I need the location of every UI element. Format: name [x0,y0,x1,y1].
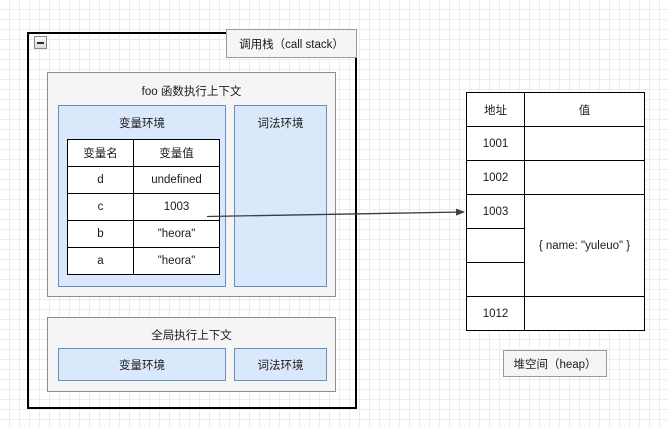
variables-table: 变量名 变量值 d undefined c 1003 b "he [67,139,220,275]
heap-address-cell: 1001 [466,126,525,161]
collapse-minus-icon[interactable] [34,36,47,49]
foo-lexical-environment[interactable]: 词法环境 [234,105,327,287]
heap-value-cell [524,296,645,331]
global-lexical-environment-title: 词法环境 [257,360,304,372]
heap-address-cell: 1002 [466,160,525,195]
table-row[interactable]: c 1003 [67,193,220,221]
callstack-container[interactable] [27,32,357,409]
minus-bar [37,41,44,44]
heap-row[interactable]: 1002 [466,160,645,195]
table-row[interactable]: d undefined [67,166,220,194]
heap-row[interactable]: 1003 { name: "yuleuo" } [466,194,645,297]
heap-object-value-cell: { name: "yuleuo" } [524,194,645,297]
column-header-variable-name: 变量名 [67,139,134,167]
foo-context-title: foo 函数执行上下文 [141,86,242,98]
callstack-label: 调用栈（call stack） [226,29,357,58]
heap-row[interactable]: 1012 [466,296,645,331]
column-header-variable-value: 变量值 [133,139,220,167]
heap-header-row: 地址 值 [466,92,645,127]
heap-table: 地址 值 1001 1002 1003 { name: "yuleuo" } [466,92,645,331]
heap-address-cell: 1012 [466,296,525,331]
heap-row[interactable]: 1001 [466,126,645,161]
foo-variable-environment-title: 变量环境 [119,118,165,130]
variable-value-cell: "heora" [133,220,220,248]
global-variable-environment-title: 变量环境 [119,360,165,372]
variable-value-cell: "heora" [133,247,220,275]
foo-variable-environment[interactable]: 变量环境 变量名 变量值 d undefined c 10 [58,105,226,287]
variable-name-cell: b [67,220,134,248]
table-header-row: 变量名 变量值 [67,139,220,167]
heap-value-cell [524,126,645,161]
global-context-title: 全局执行上下文 [151,330,232,342]
global-variable-environment[interactable]: 变量环境 [58,348,226,381]
table-row[interactable]: b "heora" [67,220,220,248]
heap-address-cell: 1003 [466,194,525,229]
heap-value-cell [524,160,645,195]
global-lexical-environment[interactable]: 词法环境 [234,348,327,381]
variable-value-cell: 1003 [133,193,220,221]
heap-address-cell [466,228,525,263]
foo-lexical-environment-title: 词法环境 [257,118,304,130]
global-execution-context[interactable]: 全局执行上下文 变量环境 词法环境 [47,317,336,392]
heap-label: 堆空间（heap） [503,350,607,377]
column-header-value: 值 [524,92,645,127]
variable-value-cell: undefined [133,166,220,194]
table-row[interactable]: a "heora" [67,247,220,275]
column-header-address: 地址 [466,92,525,127]
variable-name-cell: d [67,166,134,194]
heap-address-cell [466,262,525,297]
foo-execution-context[interactable]: foo 函数执行上下文 变量环境 变量名 变量值 d undefined [47,72,336,297]
variable-name-cell: c [67,193,134,221]
variable-name-cell: a [67,247,134,275]
